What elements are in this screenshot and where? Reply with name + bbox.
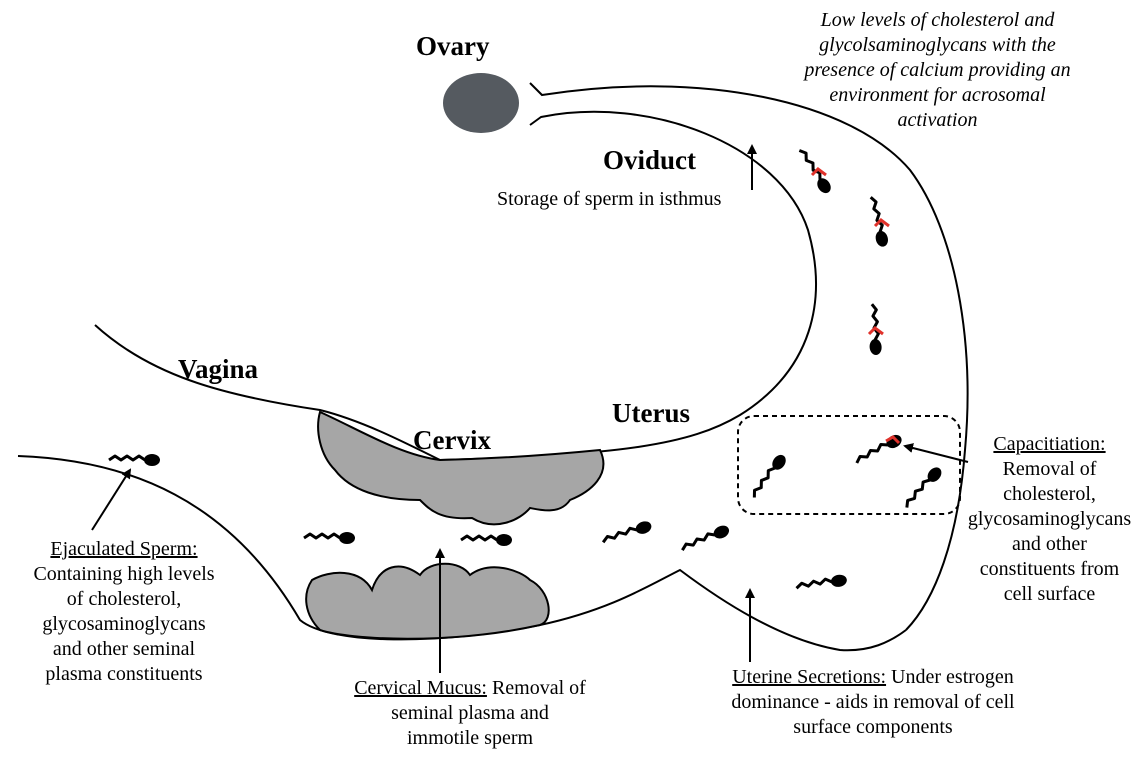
sperm-vagina-upper [109,454,160,466]
oviduct-storage-note: Storage of sperm in isthmus [497,187,721,212]
capacitation-line: and other [957,532,1142,557]
sperm-cervix-right [601,519,653,548]
sperm-vagina-lower [304,532,355,544]
uterine-title: Uterine Secretions: [732,666,886,688]
capacitation-line: cell surface [957,582,1142,607]
ejaculated-line: Containing high levels [4,562,244,587]
capacitation-line: cholesterol, [957,482,1142,507]
sperm-uterus-bottom [796,573,848,594]
oviduct-label: Oviduct [603,145,696,176]
ovary-label: Ovary [416,31,490,62]
vagina-label: Vagina [178,354,258,385]
ejaculated-sperm-note: Ejaculated Sperm: Containing high levels… [4,537,244,687]
vagina-upper-wall [95,325,440,460]
uterine-secretions-note: Uterine Secretions: Under estrogen domin… [697,665,1049,740]
uterine-first-line: Uterine Secretions: Under estrogen [697,665,1049,690]
acrosomal-line: presence of calcium providing an [760,58,1115,83]
cervix-lower-mucus [306,564,549,639]
cervical-mucus-line: immotile sperm [320,726,620,751]
capacitation-line: Removal of [957,457,1142,482]
capacitation-box [738,416,960,514]
uterine-line: surface components [697,715,1049,740]
cervical-mucus-first-line: Cervical Mucus: Removal of [320,676,620,701]
ejaculated-line: glycosaminoglycans [4,612,244,637]
sperm-box-right [902,465,944,512]
ejaculated-arrow [92,470,130,530]
cervical-mucus-note: Cervical Mucus: Removal of seminal plasm… [320,676,620,751]
cervical-mucus-line: seminal plasma and [320,701,620,726]
ejaculated-line: of cholesterol, [4,587,244,612]
uterus-label: Uterus [612,398,690,429]
sperm-uterus-left [680,523,731,555]
ovary-shape [443,73,519,133]
acrosomal-note: Low levels of cholesterol and glycolsami… [760,8,1115,133]
uterine-rest: Under estrogen [886,666,1014,688]
cervix-label: Cervix [413,425,491,456]
ejaculated-line: plasma constituents [4,662,244,687]
cervical-mucus-rest: Removal of [487,677,586,699]
acrosomal-line: Low levels of cholesterol and [760,8,1115,33]
sperm-box-middle [854,432,904,468]
uterine-line: dominance - aids in removal of cell [697,690,1049,715]
sperm-box-left [749,452,788,501]
oviduct-upper-wall [530,83,968,630]
acrosomal-line: glycolsaminoglycans with the [760,33,1115,58]
ejaculated-title: Ejaculated Sperm: [4,537,244,562]
capacitation-note: Capacitiation: Removal of cholesterol, g… [957,432,1142,607]
ejaculated-line: and other seminal [4,637,244,662]
sperm-cervix-mid [461,534,512,546]
acrosomal-line: environment for acrosomal [760,83,1115,108]
capacitation-line: glycosaminoglycans [957,507,1142,532]
cervical-mucus-title: Cervical Mucus: [354,677,487,699]
acrosomal-line: activation [760,108,1115,133]
capacitation-title: Capacitiation: [957,432,1142,457]
capacitation-line: constituents from [957,557,1142,582]
